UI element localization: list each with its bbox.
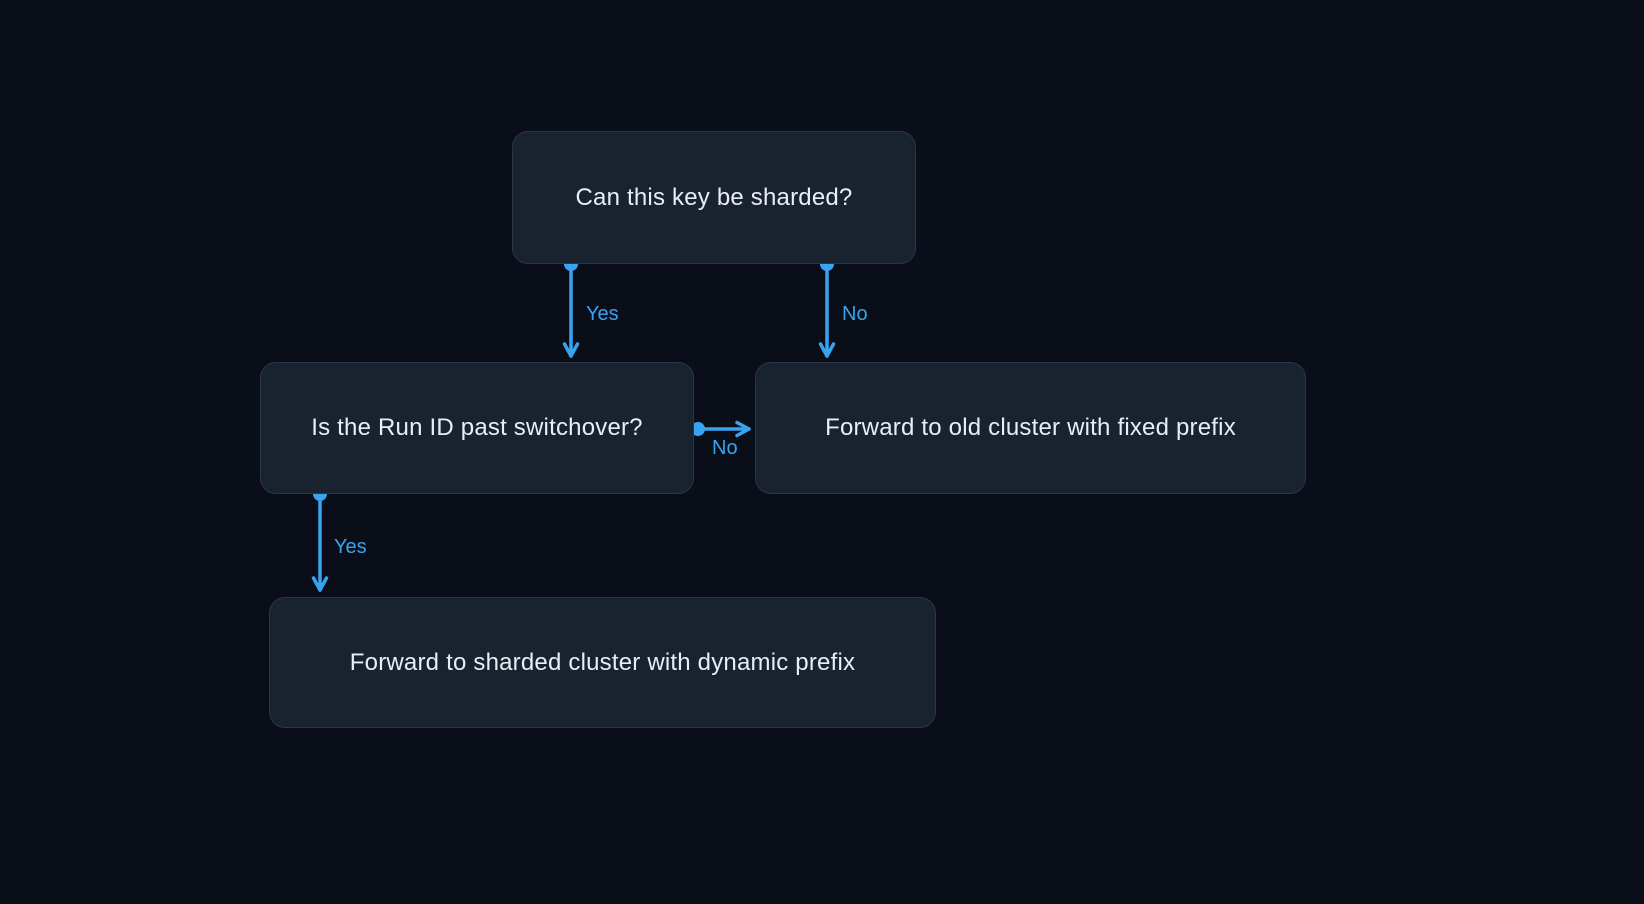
- edge-shard-yes: [562, 257, 580, 358]
- edge-switchover-no: [691, 420, 751, 438]
- edge-shard-no: [818, 257, 836, 358]
- node-forward-sharded-cluster: Forward to sharded cluster with dynamic …: [269, 597, 936, 728]
- node-can-key-be-sharded: Can this key be sharded?: [512, 131, 916, 264]
- edge-switchover-yes: [311, 487, 329, 592]
- node-label: Can this key be sharded?: [575, 183, 853, 211]
- node-label: Is the Run ID past switchover?: [311, 414, 643, 441]
- node-label: Forward to old cluster with fixed prefix: [825, 414, 1236, 441]
- edge-label-no-shard: No: [842, 303, 868, 325]
- node-run-id-past-switchover: Is the Run ID past switchover?: [260, 362, 694, 494]
- edge-label-yes-switchover: Yes: [334, 536, 367, 558]
- edge-label-no-switchover: No: [712, 437, 738, 459]
- node-label: Forward to sharded cluster with dynamic …: [349, 648, 856, 676]
- node-forward-old-cluster: Forward to old cluster with fixed prefix: [755, 362, 1306, 494]
- edge-label-yes-shard: Yes: [586, 303, 619, 325]
